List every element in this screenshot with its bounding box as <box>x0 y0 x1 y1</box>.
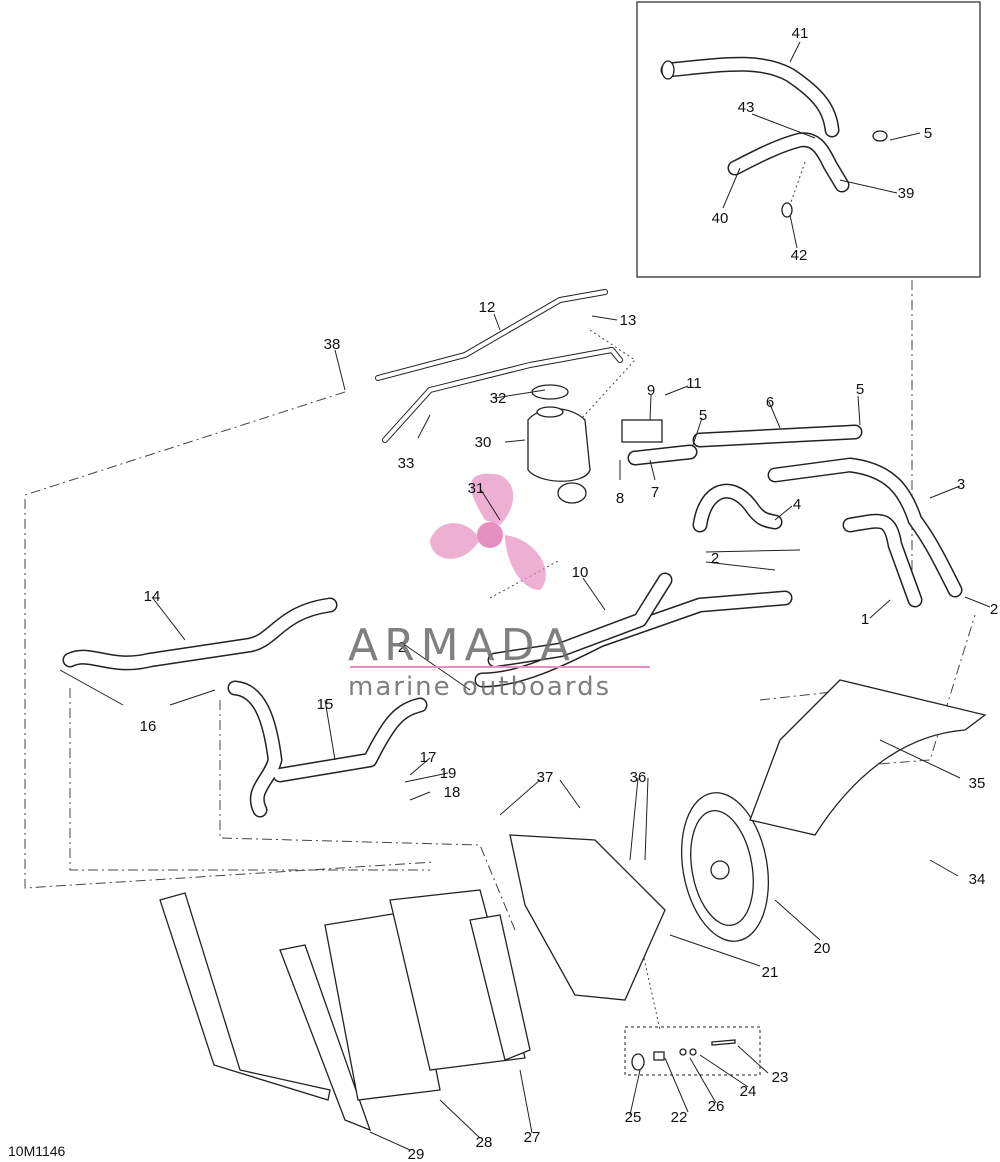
callout-31: 31 <box>468 480 485 497</box>
callout-10: 10 <box>572 564 589 581</box>
callout-6: 6 <box>766 394 774 411</box>
brand-name: ARMADA <box>348 620 576 671</box>
callout-leaders <box>59 41 991 1151</box>
callout-14: 14 <box>144 588 161 605</box>
callout-27: 27 <box>524 1129 541 1146</box>
callout-34: 34 <box>969 871 986 888</box>
callout-2b: 2 <box>990 601 998 618</box>
callout-16: 16 <box>140 718 157 735</box>
callout-37: 37 <box>537 769 554 786</box>
callout-22: 22 <box>671 1109 688 1126</box>
inset-detail-frame <box>636 1 981 278</box>
callout-2c: 2 <box>398 639 406 656</box>
callout-28: 28 <box>476 1134 493 1151</box>
callout-24: 24 <box>740 1083 757 1100</box>
callout-15: 15 <box>317 696 334 713</box>
callout-1: 1 <box>861 611 869 628</box>
callout-33: 33 <box>398 455 415 472</box>
callout-42: 42 <box>791 247 808 264</box>
callout-5c: 5 <box>856 381 864 398</box>
callout-32: 32 <box>490 390 507 407</box>
callout-8: 8 <box>616 490 624 507</box>
callout-labels: 41 43 5 39 40 42 12 13 38 32 11 9 5 6 5 … <box>140 25 999 1162</box>
callout-25: 25 <box>625 1109 642 1126</box>
callout-17: 17 <box>420 749 437 766</box>
callout-30: 30 <box>475 434 492 451</box>
callout-36: 36 <box>630 769 647 786</box>
callout-40: 40 <box>712 210 729 227</box>
callout-20: 20 <box>814 940 831 957</box>
callout-2a: 2 <box>711 550 719 567</box>
hoses <box>62 289 963 818</box>
callout-13: 13 <box>620 312 637 329</box>
callout-4: 4 <box>793 496 801 513</box>
callout-11: 11 <box>686 375 702 392</box>
callout-19: 19 <box>440 765 457 782</box>
coolant-reservoir <box>527 384 663 504</box>
callout-21: 21 <box>762 964 779 981</box>
callout-38: 38 <box>324 336 341 353</box>
drawing-code: 10M1146 <box>8 1143 66 1159</box>
callout-39: 39 <box>898 185 915 202</box>
callout-29: 29 <box>408 1146 425 1162</box>
inset-y-hose-assembly <box>660 56 888 218</box>
callout-5: 5 <box>924 125 932 142</box>
callout-26: 26 <box>708 1098 725 1115</box>
callout-5b: 5 <box>699 407 707 424</box>
brand-tagline: marine outboards <box>348 672 611 702</box>
callout-43: 43 <box>738 99 755 116</box>
hardware-kit-frame <box>624 1026 761 1076</box>
callout-23: 23 <box>772 1069 789 1086</box>
hardware-kit <box>631 1039 736 1071</box>
callout-12: 12 <box>479 299 496 316</box>
brand-logo <box>430 473 546 590</box>
callout-41: 41 <box>792 25 809 42</box>
callout-9: 9 <box>647 382 655 399</box>
radiator-assembly <box>159 679 987 1132</box>
callout-7: 7 <box>651 484 659 501</box>
callout-3: 3 <box>957 476 965 493</box>
callout-35: 35 <box>969 775 986 792</box>
callout-18: 18 <box>444 784 461 801</box>
